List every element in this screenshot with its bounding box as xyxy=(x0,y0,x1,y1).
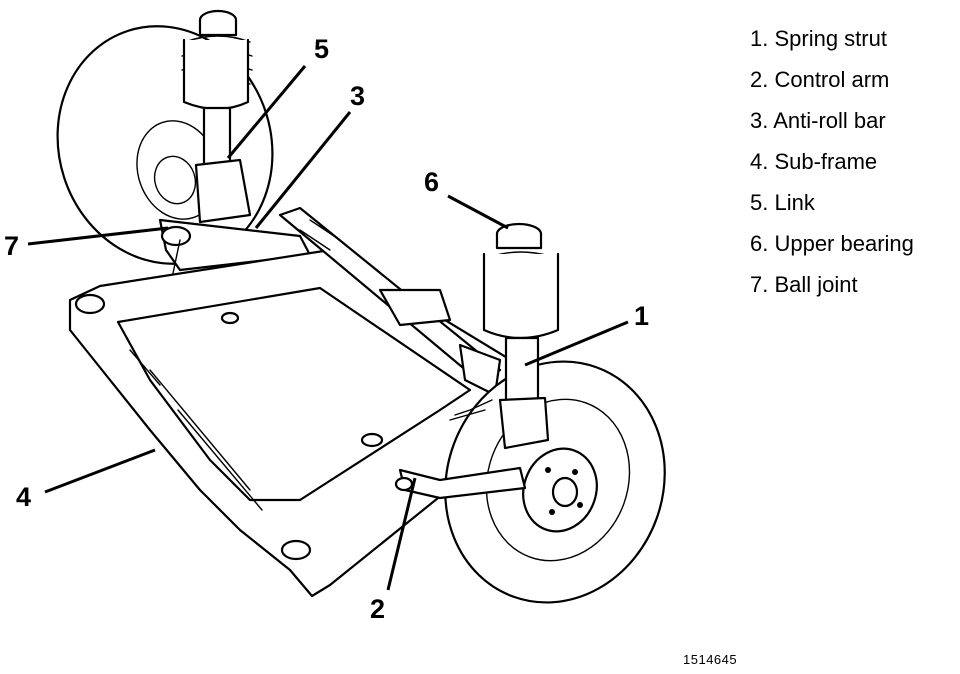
anti-roll-bar xyxy=(278,206,502,397)
leader-6 xyxy=(447,194,509,230)
leader-3 xyxy=(254,111,352,229)
leader-5 xyxy=(226,65,307,159)
leader-lines xyxy=(27,65,629,591)
right-control-arm xyxy=(394,399,527,500)
legend-item-spring-strut: 1. Spring strut xyxy=(750,26,887,51)
legend-item-control-arm: 2. Control arm xyxy=(750,67,890,92)
callout-6: 6 xyxy=(424,167,439,197)
callout-2: 2 xyxy=(370,594,385,624)
reference-code: 1514645 xyxy=(683,652,738,667)
callout-3: 3 xyxy=(350,81,365,111)
right-wheel xyxy=(444,360,666,604)
leader-7 xyxy=(27,226,169,246)
right-spring-strut xyxy=(482,222,560,450)
leader-2 xyxy=(386,477,417,591)
left-spring-strut xyxy=(181,9,253,224)
callout-5: 5 xyxy=(314,34,329,64)
callout-7: 7 xyxy=(4,231,19,261)
legend-item-ball-joint: 7. Ball joint xyxy=(750,272,858,297)
callout-1: 1 xyxy=(634,301,649,331)
leader-1 xyxy=(524,320,629,367)
leader-4 xyxy=(44,448,156,494)
legend-item-anti-roll-bar: 3. Anti-roll bar xyxy=(750,108,886,133)
legend-item-sub-frame: 4. Sub-frame xyxy=(750,149,878,174)
callout-4: 4 xyxy=(16,482,31,512)
legend-item-upper-bearing: 6. Upper bearing xyxy=(750,231,914,256)
legend-item-link: 5. Link xyxy=(750,190,815,215)
callout-numbers: 1 2 3 4 5 6 7 xyxy=(4,34,649,624)
parts-legend: 1. Spring strut 2. Control arm 3. Anti-r… xyxy=(750,24,914,311)
